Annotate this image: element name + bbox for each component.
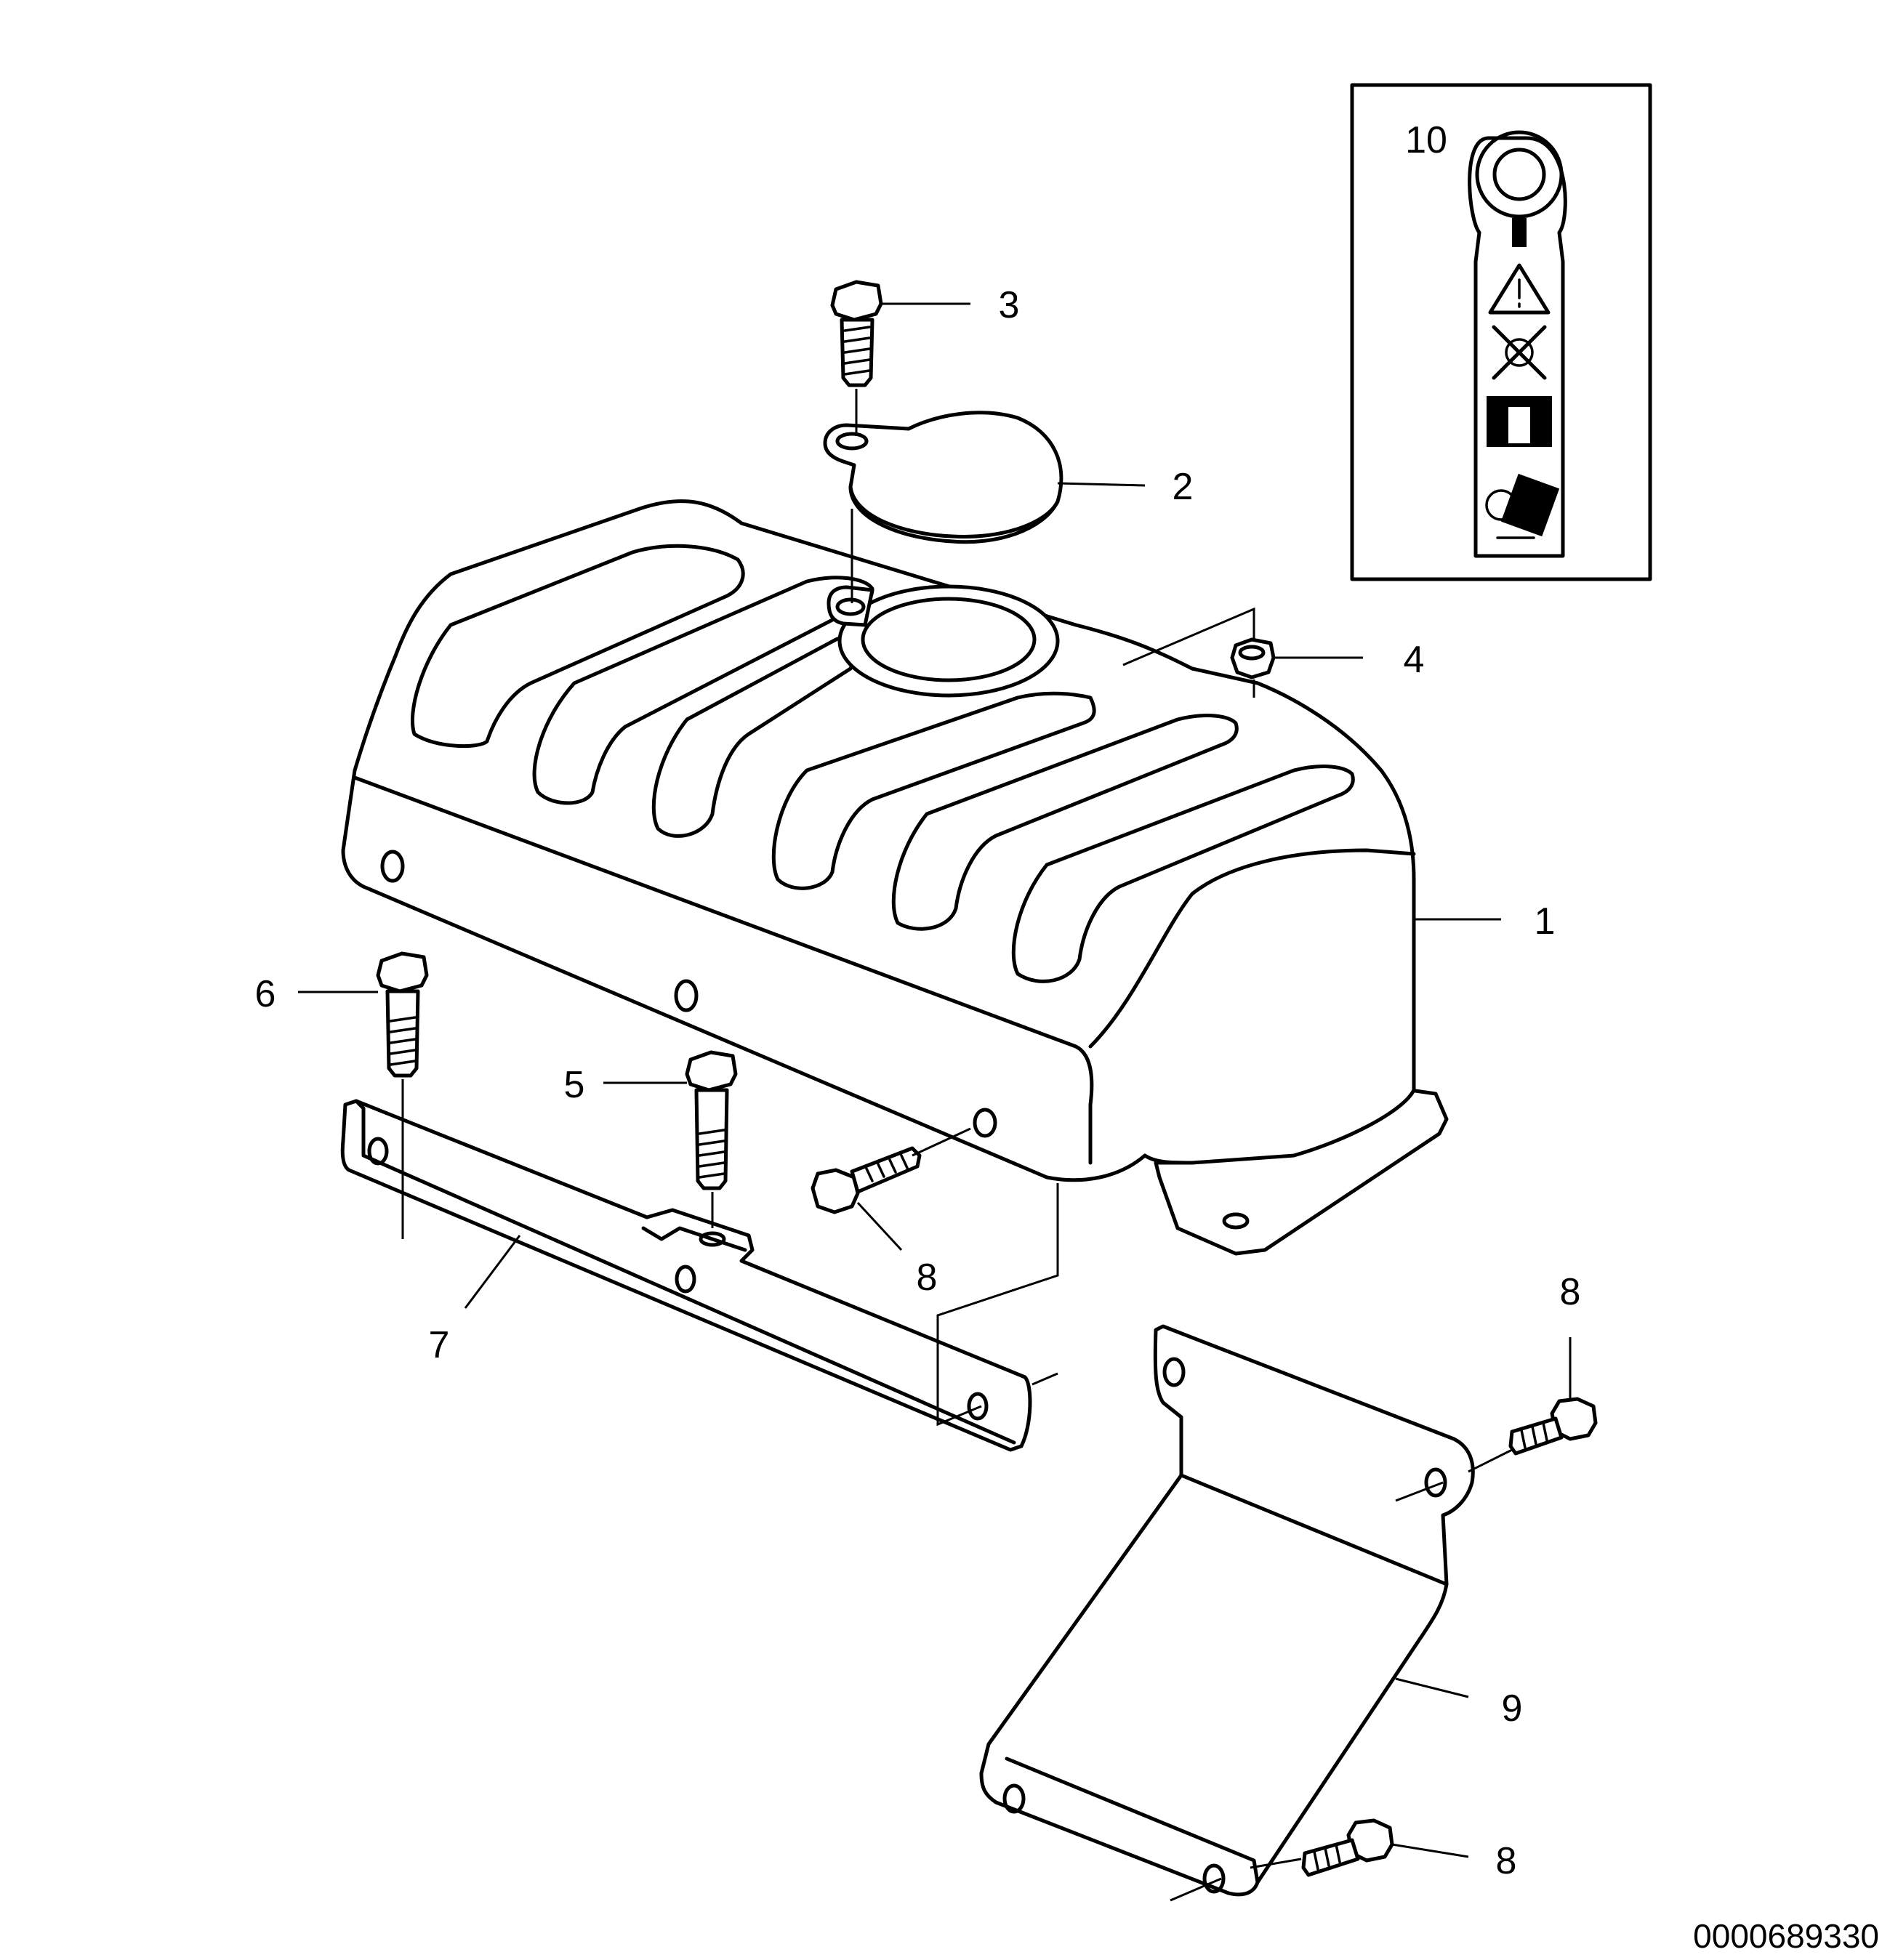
callout-2: 2 [1173, 466, 1194, 508]
refuel-icon [1485, 473, 1560, 539]
callout-9: 9 [1502, 1687, 1523, 1730]
screw-part-8-lower [1301, 1818, 1394, 1877]
callout-labels: 3 2 4 1 6 5 7 8 8 9 8 10 [255, 119, 1581, 1882]
bolt-part-3 [830, 280, 883, 387]
hot-surface-icon [1512, 218, 1527, 247]
bolt-part-5 [685, 1050, 738, 1190]
decal-panel-part-10 [1350, 83, 1652, 581]
screw-part-8-upper [1508, 1397, 1598, 1456]
callout-8-upper: 8 [1560, 1271, 1581, 1313]
callout-10: 10 [1405, 119, 1447, 161]
bolt-part-6 [376, 951, 429, 1078]
callout-1: 1 [1535, 900, 1556, 943]
assembly-lines [401, 389, 1513, 1902]
callout-8-middle: 8 [917, 1257, 938, 1299]
callout-7: 7 [429, 1324, 450, 1366]
tank-cover-part-1 [341, 499, 1449, 1256]
strap-part-7 [340, 1099, 1032, 1452]
screw-part-8-middle [811, 1146, 922, 1214]
callout-5: 5 [564, 1064, 585, 1106]
nut-part-4 [1230, 637, 1276, 679]
drawing-reference-number: 0000689330 [1693, 1917, 1879, 1955]
callout-4: 4 [1404, 639, 1425, 681]
bracket-part-9 [979, 1324, 1475, 1897]
callout-3: 3 [999, 284, 1020, 326]
read-manual-icon [1487, 396, 1552, 447]
callout-8-lower: 8 [1496, 1840, 1517, 1882]
warning-triangle-icon [1488, 263, 1551, 315]
no-hands-icon [1492, 325, 1547, 380]
leader-lines [298, 302, 1572, 1858]
callout-6: 6 [255, 973, 276, 1015]
cap-part-2 [823, 411, 1063, 544]
